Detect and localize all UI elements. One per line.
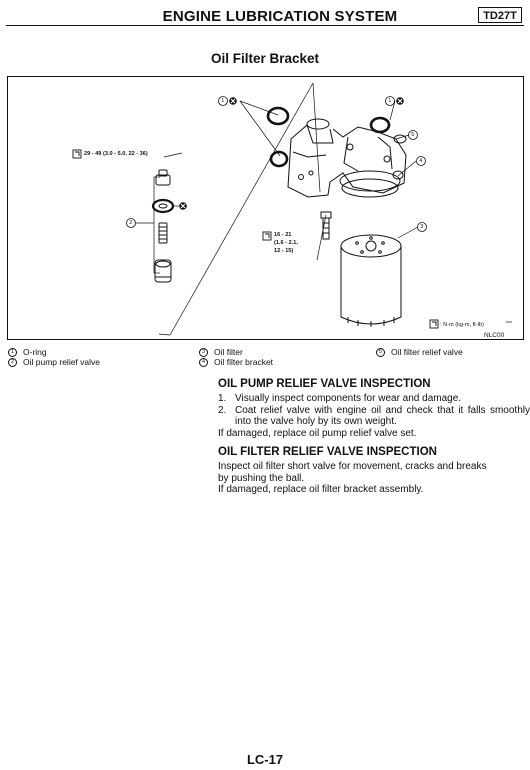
legend-item-oil-filter: 3 Oil filter	[199, 347, 273, 357]
exploded-view-drawing	[72, 82, 512, 336]
header-model-code: TD27T	[478, 7, 522, 23]
bracket-bolt	[320, 211, 332, 240]
callout-1-top-right: 1	[388, 97, 392, 104]
torque-spec-relief-valve: 29 - 49 (3.0 - 5.0, 22 - 36)	[84, 151, 148, 157]
legend-column-3: 5 Oil filter relief valve	[376, 347, 463, 357]
legend-item-oil-filter-bracket: 4 Oil filter bracket	[199, 357, 273, 367]
legend-label: Oil filter relief valve	[391, 347, 463, 357]
legend-number: 1	[8, 347, 17, 357]
callout-1-top-left: 1	[221, 97, 225, 104]
callout-5: 5	[411, 131, 415, 138]
torque-icons	[72, 149, 439, 329]
page-number: LC-17	[246, 752, 284, 767]
callout-circles	[126, 96, 427, 232]
torque-unit-note: : N·m (kg-m, ft-lb)	[440, 322, 484, 328]
torque-spec-bolt-line-1: 16 - 21	[274, 232, 292, 238]
filter-inspect-line-1: Inspect oil filter short valve for movem…	[218, 461, 487, 472]
legend-item-oil-filter-relief-valve: 5 Oil filter relief valve	[376, 347, 463, 357]
legend-column-1: 1 O-ring 2 Oil pump relief valve	[8, 347, 100, 367]
step-text: Visually inspect components for wear and…	[235, 393, 462, 404]
torque-spec-bolt-line-3: 12 - 15)	[274, 248, 294, 254]
legend-number: 2	[8, 357, 17, 367]
filter-replace-note: If damaged, replace oil filter bracket a…	[218, 484, 424, 495]
bracket-body	[287, 118, 407, 198]
do-not-reuse-markers	[179, 97, 404, 210]
legend-label: Oil filter	[214, 347, 243, 357]
legend-number: 3	[199, 347, 208, 357]
pump-replace-note: If damaged, replace oil pump relief valv…	[218, 427, 417, 439]
leader-lines	[136, 82, 512, 336]
o-ring-shapes	[266, 106, 391, 168]
relief-valve-parts	[151, 169, 175, 283]
legend-number: 4	[199, 357, 208, 367]
pump-step-2: 2. Coat relief valve with engine oil and…	[218, 405, 530, 428]
step-number: 1.	[218, 393, 227, 404]
do-not-reuse-crosses	[180, 98, 403, 209]
step-number: 2.	[218, 404, 227, 416]
torque-spec-bolt-line-2: (1.6 - 2.1,	[274, 240, 298, 246]
section-title: Oil Filter Bracket	[210, 51, 320, 66]
legend-item-oil-pump-relief-valve: 2 Oil pump relief valve	[8, 357, 100, 367]
oil-filter-bracket-figure: 1 1 2 3 4 5 29 - 49 (3.0 - 5.0, 22 - 36)…	[7, 76, 524, 340]
filter-inspect-line-2: by pushing the ball.	[218, 472, 305, 484]
callout-3: 3	[420, 223, 424, 230]
legend-item-o-ring: 1 O-ring	[8, 347, 100, 357]
oil-filter-canister	[340, 234, 402, 327]
legend-label: O-ring	[23, 347, 47, 357]
figure-code: NLC00	[484, 332, 505, 339]
legend-label: Oil pump relief valve	[23, 357, 101, 367]
step-text: Coat relief valve with engine oil and ch…	[235, 404, 530, 428]
callout-4: 4	[419, 157, 423, 164]
header-title: ENGINE LUBRICATION SYSTEM	[162, 8, 398, 25]
legend-number: 5	[376, 347, 385, 357]
callout-2: 2	[129, 219, 133, 226]
header-rule	[6, 25, 524, 26]
inspection-content: OIL PUMP RELIEF VALVE INSPECTION 1. Visu…	[218, 377, 530, 496]
pump-step-1: 1. Visually inspect components for wear …	[218, 393, 530, 405]
legend-label: Oil filter bracket	[214, 357, 274, 367]
pump-relief-heading: OIL PUMP RELIEF VALVE INSPECTION	[218, 378, 431, 390]
filter-relief-heading: OIL FILTER RELIEF VALVE INSPECTION	[218, 446, 437, 458]
legend-column-2: 3 Oil filter 4 Oil filter bracket	[199, 347, 273, 367]
